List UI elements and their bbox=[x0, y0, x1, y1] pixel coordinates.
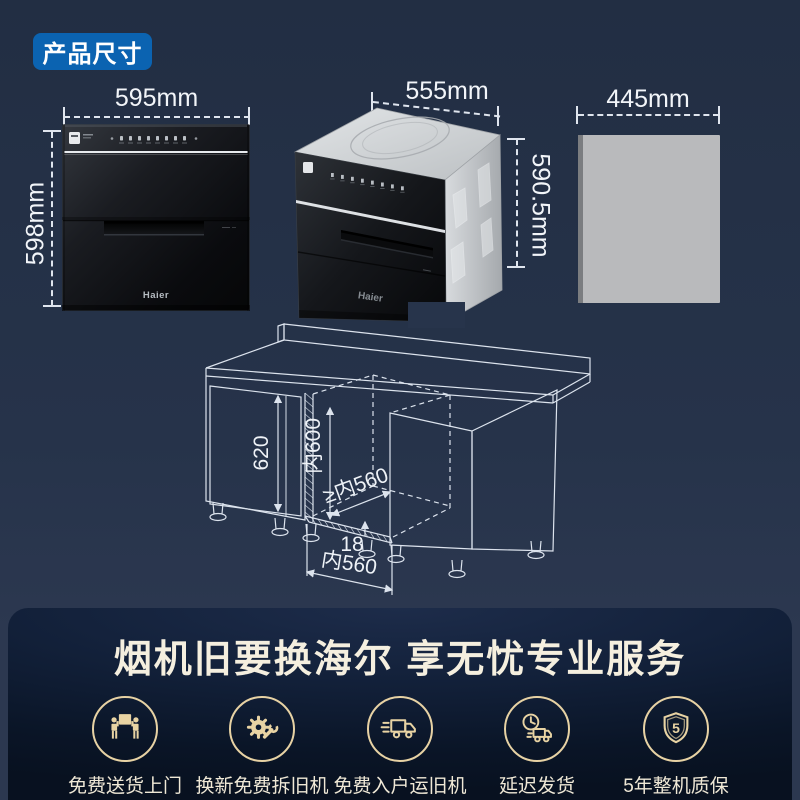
drawer-handle bbox=[104, 221, 204, 236]
service-banner-title: 烟机旧要换海尔 享无忧专业服务 bbox=[113, 639, 687, 681]
front-width-label: 595mm bbox=[114, 84, 199, 112]
drawer-divider bbox=[297, 251, 446, 277]
front-height-tick-top bbox=[43, 130, 61, 132]
warranty-number: 5 bbox=[672, 720, 680, 736]
brand-badge-icon bbox=[69, 132, 80, 144]
side-width-tick-left bbox=[576, 106, 578, 124]
service-label: 延迟发货 bbox=[498, 776, 575, 797]
delivery-people-icon bbox=[92, 696, 158, 762]
service-label: 5年整机质保 bbox=[623, 776, 729, 797]
appliance-perspective-view: Haier bbox=[293, 107, 503, 328]
front-width-tick-left bbox=[63, 107, 65, 125]
front-height-label: 598mm bbox=[21, 181, 50, 266]
service-label: 免费送货上门 bbox=[67, 776, 182, 797]
perspective-height-tick-top bbox=[507, 138, 525, 140]
shield-5-icon: 5 bbox=[643, 696, 709, 762]
side-emboss-shapes bbox=[450, 162, 494, 284]
appliance-front-view: Haier bbox=[62, 124, 250, 311]
control-buttons-icon bbox=[110, 136, 198, 144]
perspective-depth-label: 555mm bbox=[405, 77, 489, 105]
control-panel-3d bbox=[303, 162, 405, 193]
side-width-tick-right bbox=[718, 106, 720, 124]
side-width-label: 445mm bbox=[606, 85, 690, 113]
service-banner-card: 烟机旧要换海尔 享无忧专业服务 免费送货上门 bbox=[8, 608, 792, 800]
cabinet-height-label: 620 bbox=[250, 435, 273, 470]
service-item-old-unit-transport: 免费入户运旧机 bbox=[320, 696, 480, 798]
control-panel bbox=[69, 132, 198, 144]
drawer-divider bbox=[63, 220, 249, 222]
brand-badge-icon bbox=[303, 162, 313, 173]
perspective-height-tick-bottom bbox=[507, 266, 525, 268]
brand-logo: Haier bbox=[143, 290, 169, 301]
cabinet-inner-height-label: 内600 bbox=[302, 418, 325, 474]
gear-wrench-icon bbox=[229, 696, 295, 762]
panel-divider-line bbox=[296, 200, 445, 233]
section-badge-label: 产品尺寸 bbox=[42, 41, 143, 68]
cabinet-inner-depth-label: ≥内560 bbox=[320, 464, 391, 509]
perspective-depth-tick-left bbox=[371, 92, 373, 112]
left-cabinet bbox=[205, 376, 306, 521]
front-width-tick-right bbox=[248, 107, 250, 125]
cabinet-installation-diagram: 620 内600 ≥内560 18 内560 bbox=[205, 323, 591, 595]
perspective-depth-tick-right bbox=[497, 106, 499, 126]
cutout-left-jamb bbox=[304, 392, 314, 522]
cutout-hidden-lines bbox=[312, 374, 451, 538]
service-item-warranty: 5 5年整机质保 bbox=[596, 696, 756, 798]
brand-logo: Haier bbox=[357, 290, 383, 304]
clock-truck-icon bbox=[504, 696, 570, 762]
section-badge: 产品尺寸 bbox=[33, 33, 152, 70]
photo-crop-corner bbox=[408, 302, 465, 328]
service-item-old-unit-removal: 换新免费拆旧机 bbox=[182, 696, 342, 798]
right-cabinet bbox=[389, 389, 558, 552]
service-item-delayed-shipping: 延迟发货 bbox=[457, 696, 617, 798]
top-circle-emboss bbox=[350, 116, 450, 160]
service-item-free-delivery: 免费送货上门 bbox=[45, 696, 205, 798]
side-width-dim-line bbox=[578, 114, 719, 116]
panel-divider-line bbox=[64, 151, 248, 153]
cabinet-inner-width-label: 内560 bbox=[320, 548, 379, 579]
cabinet-dimension-lines bbox=[273, 394, 394, 595]
service-label: 换新免费拆旧机 bbox=[195, 776, 329, 797]
cabinet-panel-thickness-label: 18 bbox=[340, 533, 363, 556]
service-label: 免费入户运旧机 bbox=[333, 776, 467, 797]
front-height-dim-line bbox=[51, 132, 53, 306]
perspective-height-dim-line bbox=[516, 139, 518, 267]
side-view-edge-strip bbox=[578, 135, 583, 303]
cabinet-feet bbox=[209, 502, 545, 579]
perspective-height-label: 590.5mm bbox=[526, 153, 555, 258]
appliance-side-view bbox=[578, 135, 720, 303]
countertop bbox=[205, 323, 591, 404]
cutout-bottom-board bbox=[304, 515, 393, 544]
front-height-tick-bottom bbox=[43, 305, 61, 307]
truck-icon bbox=[367, 696, 433, 762]
front-width-dim-line bbox=[64, 116, 250, 118]
drawer-handle-3d bbox=[341, 230, 433, 259]
